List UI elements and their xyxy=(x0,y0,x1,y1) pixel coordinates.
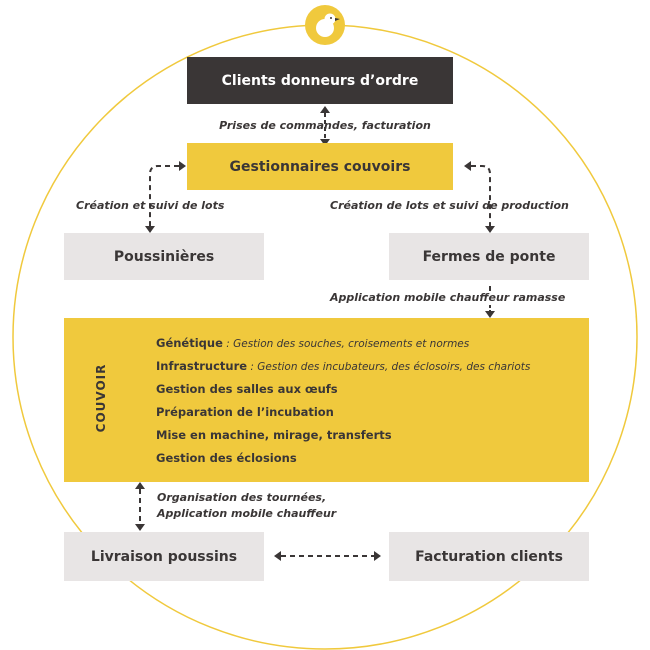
node-gestionnaires: Gestionnaires couvoirs xyxy=(187,143,453,190)
node-livraison: Livraison poussins xyxy=(64,532,264,581)
node-poussinieres-label: Poussinières xyxy=(113,248,215,265)
label-creation-production: Création de lots et suivi de production xyxy=(330,199,569,212)
step-name: Gestion des éclosions xyxy=(156,451,297,465)
arrowhead xyxy=(485,226,495,233)
step-name: Infrastructure xyxy=(156,359,248,373)
arrow-couvoir-livraison xyxy=(135,482,145,531)
couvoir-step: Infrastructure : Gestion des incubateurs… xyxy=(156,359,530,373)
arrow-clients-gestionnaires xyxy=(320,106,330,146)
arrow-fermes-couvoir xyxy=(485,286,495,318)
step-detail: : Gestion des incubateurs, des éclosoirs… xyxy=(247,361,531,373)
node-couvoir xyxy=(64,318,589,482)
step-name: Gestion des salles aux œufs xyxy=(156,382,338,396)
step-detail: : Gestion des souches, croisements et no… xyxy=(222,338,470,350)
node-poussinieres: Poussinières xyxy=(64,233,264,280)
arrowhead xyxy=(464,161,471,171)
node-clients-label: Clients donneurs d’ordre xyxy=(221,72,419,89)
node-livraison-label: Livraison poussins xyxy=(90,548,238,565)
couvoir-step: Gestion des salles aux œufs xyxy=(156,382,338,396)
arrow-livraison-facturation xyxy=(274,551,381,561)
step-name: Préparation de l’incubation xyxy=(156,405,334,419)
chick-icon xyxy=(305,5,345,45)
arrow-gestionnaires-poussinieres xyxy=(149,165,179,226)
couvoir-title: COUVOIR xyxy=(94,363,108,433)
label-organisation-line2: Application mobile chauffeur xyxy=(157,507,337,520)
arrowhead xyxy=(179,161,186,171)
node-fermes: Fermes de ponte xyxy=(389,233,589,280)
node-gestionnaires-label: Gestionnaires couvoirs xyxy=(229,158,411,175)
arrow-gestionnaires-fermes xyxy=(471,165,491,226)
step-name: Mise en machine, mirage, transferts xyxy=(156,428,392,442)
couvoir-step: Gestion des éclosions xyxy=(156,451,297,465)
arrowhead xyxy=(145,226,155,233)
label-organisation-line1: Organisation des tournées, xyxy=(157,491,327,504)
couvoir-step: Préparation de l’incubation xyxy=(156,405,334,419)
node-facturation: Facturation clients xyxy=(389,532,589,581)
node-clients: Clients donneurs d’ordre xyxy=(187,57,453,104)
label-prises: Prises de commandes, facturation xyxy=(219,119,431,132)
label-application-ramasse: Application mobile chauffeur ramasse xyxy=(330,291,566,304)
step-name: Génétique xyxy=(156,336,223,350)
couvoir-step: Mise en machine, mirage, transferts xyxy=(156,428,392,442)
node-fermes-label: Fermes de ponte xyxy=(422,248,556,265)
couvoir-step: Génétique : Gestion des souches, croisem… xyxy=(156,336,469,350)
label-creation-lots: Création et suivi de lots xyxy=(76,199,225,212)
node-facturation-label: Facturation clients xyxy=(415,548,563,565)
